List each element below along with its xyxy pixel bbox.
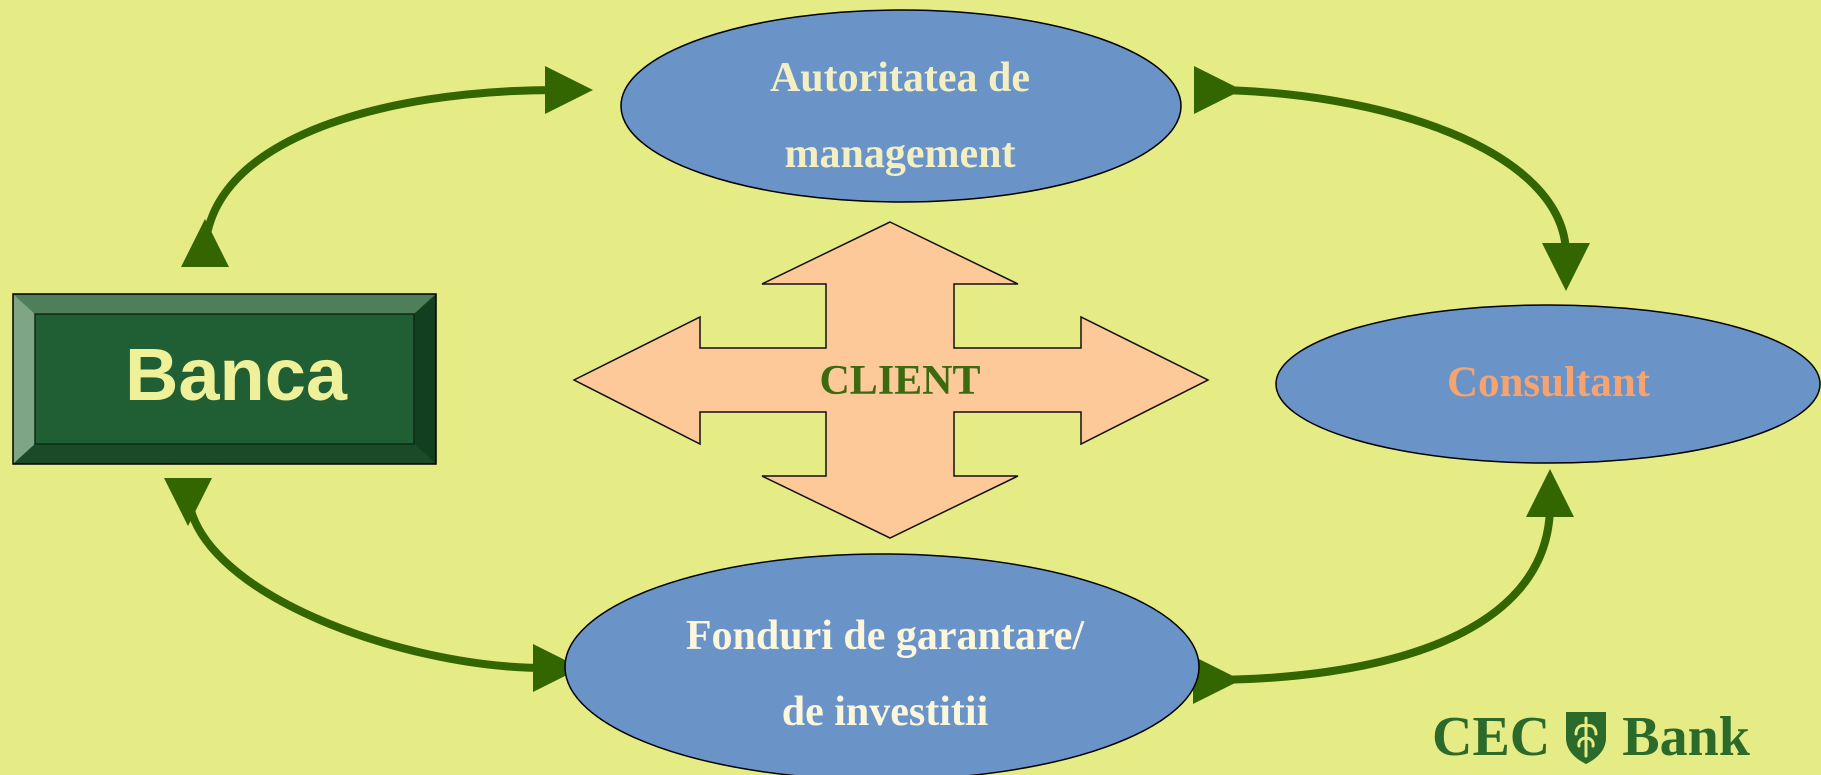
logo-text-right: Bank xyxy=(1622,706,1750,768)
consultant-label: Consultant xyxy=(1446,359,1651,406)
authority-label-line-2: management xyxy=(784,131,1016,177)
arrow-funds-consultant xyxy=(1192,469,1574,705)
funds-label-line-2: de investitii xyxy=(781,689,989,735)
authority-label-line-1: Autoritatea de xyxy=(769,55,1031,101)
shield-icon xyxy=(1566,712,1607,764)
arrow-authority-consultant xyxy=(1193,65,1590,291)
client-label: CLIENT xyxy=(819,358,981,404)
cec-bank-logo: CEC Bank xyxy=(1432,707,1750,767)
consultant-node xyxy=(1275,304,1821,464)
bank-label: Banca xyxy=(124,333,348,416)
bank-box xyxy=(12,293,437,465)
logo-text-left: CEC xyxy=(1432,706,1551,768)
funds-label-line-1: Fonduri de garantare/ xyxy=(685,613,1085,659)
authority-label: Autoritatea de management xyxy=(620,40,1180,192)
arrow-bank-authority xyxy=(180,66,593,268)
authority-node xyxy=(620,9,1182,203)
funds-label: Fonduri de garantare/ de investitii xyxy=(565,598,1205,750)
funds-node xyxy=(564,553,1200,775)
arrow-bank-funds xyxy=(163,477,581,692)
client-cross-arrow xyxy=(572,221,1210,539)
